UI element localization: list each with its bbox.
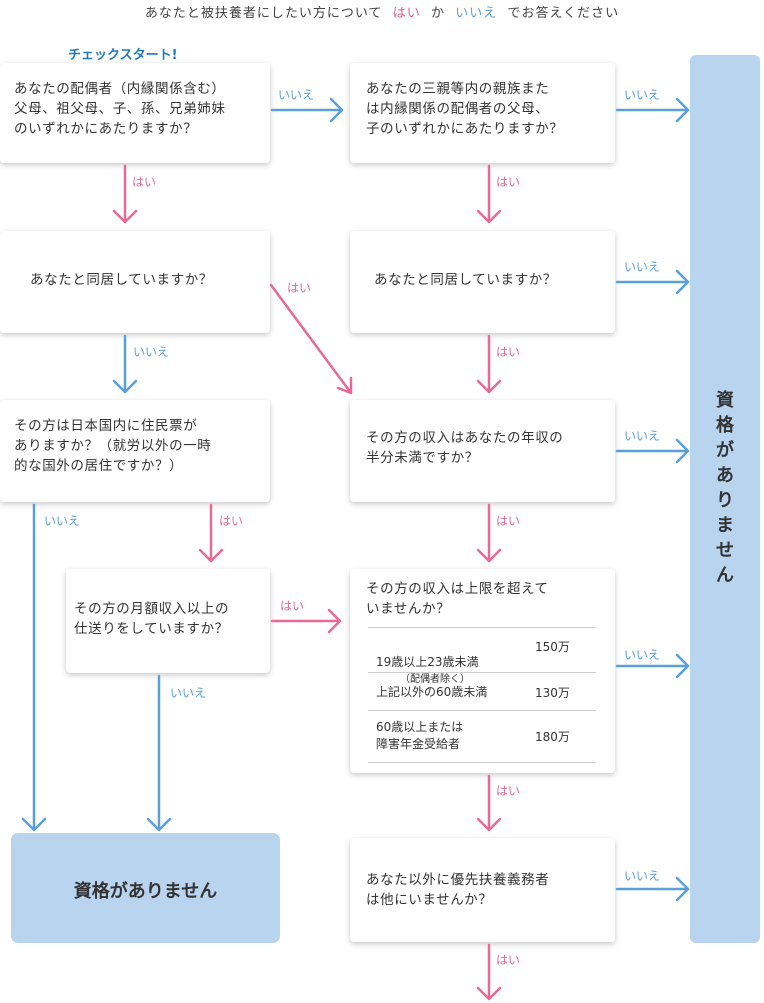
arrow-no-q4-result [146, 674, 172, 832]
arrow-yes-q1-q2 [112, 164, 138, 224]
table-row-note: （配偶者除く） [400, 674, 470, 685]
arrow-no-q3-result [21, 503, 47, 832]
table-row: 上記以外の60歳未満 130万 [368, 673, 596, 711]
question-residence-text: その方は日本国内に住民票が ありますか？（就労以外の一時 的な国外の居住ですか？… [14, 418, 212, 474]
question-allowance-text: その方の月額収入以上の 仕送りをしていますか？ [74, 601, 230, 637]
question-residence: その方は日本国内に住民票が ありますか？（就労以外の一時 的な国外の居住ですか？… [0, 400, 270, 502]
label-no: いいえ [278, 88, 314, 102]
label-no: いいえ [624, 429, 660, 443]
arrow-no-r3-result [615, 438, 690, 464]
intro-no: いいえ [455, 6, 498, 21]
label-yes: はい [132, 175, 156, 189]
question-allowance: その方の月額収入以上の 仕送りをしていますか？ [66, 569, 270, 673]
arrow-yes-q2-r3 [269, 283, 353, 395]
question-third-degree-text: あなたの三親等内の親族また は内縁関係の配偶者の父母、 子のいずれかにあたります… [366, 81, 564, 137]
arrow-yes-r2-r3 [476, 334, 502, 394]
arrow-no-r4-result [615, 653, 690, 679]
intro-yes: はい [392, 6, 421, 21]
intro-text: あなたと被扶養者にしたい方について はい か いいえ でお答えください [144, 6, 620, 21]
question-income-limit-text: その方の収入は上限を超えて いませんか？ [366, 581, 549, 617]
table-row: 19歳以上23歳未満 （配偶者除く） 150万 [368, 627, 596, 685]
table-row: 60歳以上または 障害年金受給者 180万 [368, 711, 596, 763]
arrow-no-r1-result [615, 97, 690, 123]
arrow-yes-q3-q4 [198, 503, 224, 563]
question-priority-supporter: あなた以外に優先扶養義務者 は他にいませんか？ [350, 838, 615, 942]
label-yes: はい [280, 599, 304, 613]
question-cohabit-left-text: あなたと同居していますか？ [30, 272, 213, 288]
question-half-income: その方の収入はあなたの年収の 半分未満ですか？ [350, 400, 615, 502]
table-row-amount: 180万 [535, 730, 570, 744]
label-yes: はい [496, 175, 520, 189]
label-yes: はい [287, 281, 311, 295]
arrow-yes-r3-r4 [476, 503, 502, 563]
result-not-eligible-sidebar: 資格がありません [690, 55, 760, 943]
result-box-text: 資格がありません [73, 881, 218, 902]
question-third-degree: あなたの三親等内の親族また は内縁関係の配偶者の父母、 子のいずれかにあたります… [350, 63, 615, 163]
label-yes: はい [496, 784, 520, 798]
arrow-yes-r1-r2 [476, 164, 502, 224]
table-row-amount: 150万 [535, 640, 570, 654]
label-yes: はい [496, 345, 520, 359]
arrow-no-r2-result [615, 269, 690, 295]
arrow-no-r5-result [615, 876, 690, 902]
question-cohabit-right: あなたと同居していますか？ [350, 231, 615, 333]
arrow-yes-r4-r5 [476, 774, 502, 832]
arrow-no-q1-r1 [270, 97, 344, 123]
start-label: チェックスタート! [68, 48, 178, 63]
arrow-yes-q4-r4 [270, 608, 342, 634]
label-no: いいえ [44, 514, 80, 528]
label-yes: はい [219, 514, 243, 528]
table-row-amount: 130万 [535, 686, 570, 700]
arrow-yes-r5-next [476, 943, 502, 1001]
label-no: いいえ [624, 260, 660, 274]
question-income-limit: その方の収入は上限を超えて いませんか？ [350, 569, 615, 773]
question-cohabit-right-text: あなたと同居していますか？ [374, 272, 557, 288]
label-yes: はい [496, 953, 520, 967]
result-sidebar-text: 資格がありません [716, 390, 734, 586]
question-relative-text: あなたの配偶者（内縁関係含む） 父母、祖父母、子、孫、兄弟姉妹 のいずれかにあた… [14, 81, 226, 137]
table-row-category: 60歳以上または 障害年金受給者 [376, 720, 464, 751]
arrow-no-q2-q3 [112, 334, 138, 394]
label-no: いいえ [133, 345, 169, 359]
income-limit-table: 19歳以上23歳未満 （配偶者除く） 150万 上記以外の60歳未満 130万 … [368, 627, 596, 763]
label-no: いいえ [624, 869, 660, 883]
result-not-eligible-box: 資格がありません [11, 833, 280, 943]
label-no: いいえ [170, 686, 206, 700]
label-no: いいえ [624, 648, 660, 662]
question-priority-supporter-text: あなた以外に優先扶養義務者 は他にいませんか？ [366, 872, 550, 908]
table-row-category: 19歳以上23歳未満 [376, 655, 479, 669]
question-half-income-text: その方の収入はあなたの年収の 半分未満ですか？ [366, 430, 564, 466]
label-yes: はい [496, 514, 520, 528]
question-relative: あなたの配偶者（内縁関係含む） 父母、祖父母、子、孫、兄弟姉妹 のいずれかにあた… [0, 63, 270, 163]
question-cohabit-left: あなたと同居していますか？ [0, 231, 270, 333]
table-row-category: 上記以外の60歳未満 [376, 685, 488, 699]
label-no: いいえ [624, 88, 660, 102]
